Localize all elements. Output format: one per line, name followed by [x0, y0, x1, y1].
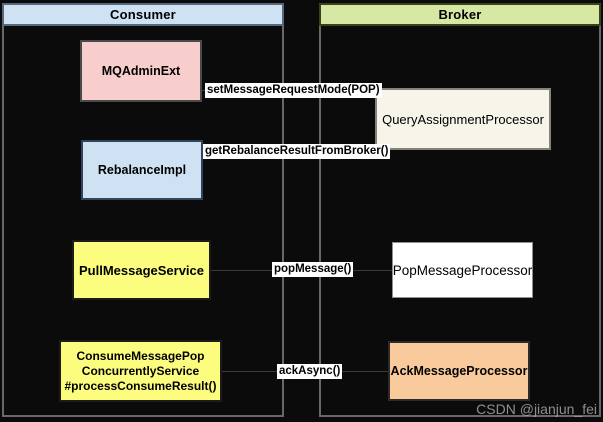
message-get-rebalance-result-from-broker: getRebalanceResultFromBroker() — [203, 144, 391, 159]
participant-consumer-label: Consumer — [110, 7, 176, 22]
node-rebalance-impl: RebalanceImpl — [81, 140, 203, 200]
node-mq-admin-ext-label: MQAdminExt — [101, 63, 181, 78]
node-consume-message-pop-line1: ConsumeMessagePop — [76, 348, 205, 363]
node-query-assignment-processor: QueryAssignmentProcessor — [375, 88, 551, 150]
message-pop-message: popMessage() — [272, 262, 354, 277]
node-rebalance-impl-label: RebalanceImpl — [97, 162, 187, 177]
node-consume-message-pop-line3: #processConsumeResult() — [64, 378, 217, 393]
participant-broker-label: Broker — [438, 7, 482, 22]
node-pop-message-processor: PopMessageProcessor — [392, 242, 533, 298]
node-pull-message-service: PullMessageService — [72, 240, 211, 300]
participant-broker-header: Broker — [319, 3, 601, 26]
csdn-watermark: CSDN @jianjun_fei — [476, 401, 597, 417]
node-mq-admin-ext: MQAdminExt — [80, 40, 202, 102]
node-consume-message-pop-line2: ConcurrentlyService — [81, 363, 200, 378]
node-query-assignment-processor-label: QueryAssignmentProcessor — [382, 111, 544, 127]
node-pop-message-processor-label: PopMessageProcessor — [392, 262, 533, 278]
message-set-message-request-mode: setMessageRequestMode(POP) — [205, 83, 382, 98]
node-consume-message-pop-service: ConsumeMessagePop ConcurrentlyService #p… — [59, 340, 222, 402]
node-ack-message-processor-label: AckMessageProcessor — [390, 363, 528, 378]
node-ack-message-processor: AckMessageProcessor — [388, 341, 530, 401]
message-ack-async: ackAsync() — [277, 364, 343, 379]
node-pull-message-service-label: PullMessageService — [78, 262, 205, 278]
participant-consumer-header: Consumer — [2, 3, 284, 26]
